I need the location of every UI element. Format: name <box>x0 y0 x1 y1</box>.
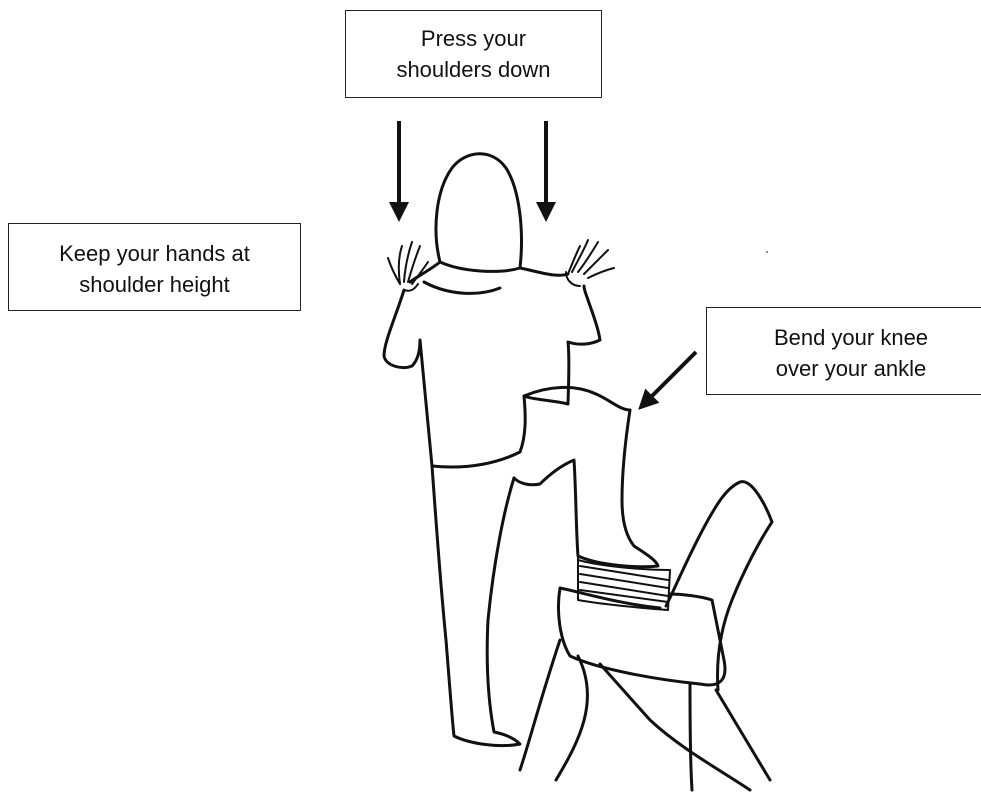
label-hands-line-2: shoulder height <box>9 269 300 300</box>
label-knee-line-1: Bend your knee <box>707 322 981 353</box>
label-bend-knee: Bend your knee over your ankle <box>706 307 981 395</box>
label-hands-height: Keep your hands at shoulder height <box>8 223 301 311</box>
torso <box>384 262 600 467</box>
raised-leg <box>514 387 658 566</box>
chair <box>520 482 772 790</box>
head <box>436 154 521 272</box>
right-hand <box>566 240 614 286</box>
label-knee-line-2: over your ankle <box>707 353 981 384</box>
label-press-shoulders: Press your shoulders down <box>345 10 602 98</box>
left-hand <box>388 242 428 291</box>
label-shoulders-line-1: Press your <box>346 23 601 54</box>
stray-mark <box>766 251 768 253</box>
label-hands-line-1: Keep your hands at <box>9 238 300 269</box>
label-shoulders-line-2: shoulders down <box>346 54 601 85</box>
knee-arrow <box>641 352 696 407</box>
standing-leg <box>432 466 520 746</box>
